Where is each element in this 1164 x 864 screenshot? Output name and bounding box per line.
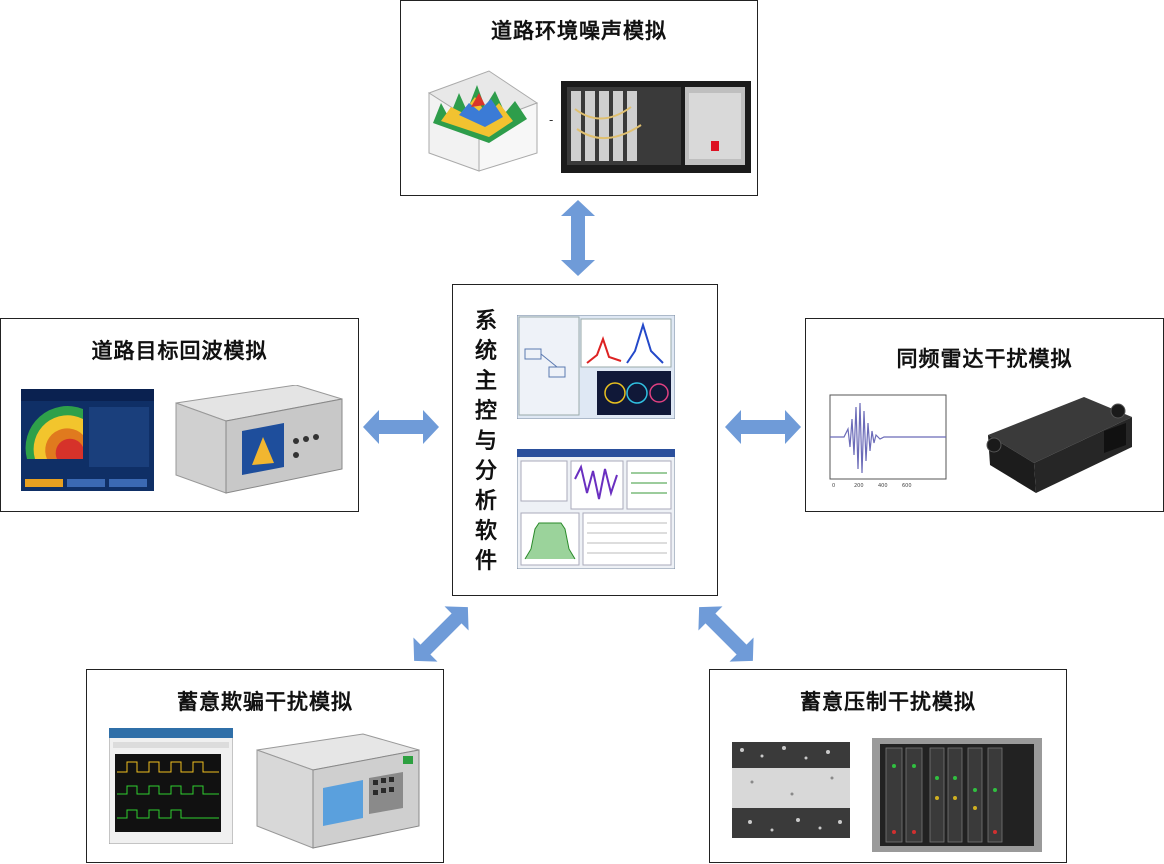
road-noise-title: 道路环境噪声模拟 — [491, 19, 667, 43]
deliberate-deception-title: 蓄意欺骗干扰模拟 — [177, 690, 353, 714]
cochannel-radar-box: 同频雷达干扰模拟 0 200 400 600 — [805, 318, 1164, 512]
radar-sensor-module-icon — [974, 391, 1136, 499]
road-noise-box: 道路环境噪声模拟 - — [400, 0, 758, 196]
arrow-bottom-left — [402, 595, 480, 673]
oscilloscope-ui-icon — [109, 728, 233, 844]
arrow-right — [725, 410, 801, 444]
svg-text:400: 400 — [878, 483, 888, 489]
svg-text:200: 200 — [854, 483, 864, 489]
main-control-software-title: 系统 主控 与分 析软 件 — [474, 309, 497, 574]
cochannel-radar-title: 同频雷达干扰模拟 — [896, 347, 1073, 371]
deliberate-suppression-box: 蓄意压制干扰模拟 — [709, 669, 1067, 863]
separator-dash: - — [549, 113, 554, 127]
arrow-left — [363, 410, 439, 444]
3d-surface-plot-icon — [419, 63, 541, 173]
noise-texture-image-icon — [732, 742, 850, 838]
radar-simulator-ui-icon — [21, 389, 154, 491]
road-target-echo-box: 道路目标回波模拟 — [0, 318, 359, 512]
waveform-plot-icon: 0 200 400 600 — [824, 389, 952, 495]
deliberate-deception-box: 蓄意欺骗干扰模拟 — [86, 669, 444, 863]
arrow-top — [561, 200, 595, 276]
road-target-echo-title: 道路目标回波模拟 — [91, 339, 268, 363]
deliberate-suppression-title: 蓄意压制干扰模拟 — [800, 690, 976, 714]
software-spectrum-screenshot-icon — [517, 315, 675, 419]
svg-text:0: 0 — [832, 483, 835, 489]
software-analysis-screenshot-icon — [517, 449, 675, 569]
rack-boards-icon — [872, 738, 1042, 852]
main-control-software-box: 系统 主控 与分 析软 件 — [452, 284, 718, 596]
signal-generator-device-icon — [166, 385, 344, 495]
instrument-chassis-icon — [253, 730, 425, 850]
rack-chassis-icon — [561, 79, 751, 175]
svg-text:600: 600 — [902, 483, 912, 489]
arrow-bottom-right — [687, 595, 765, 673]
